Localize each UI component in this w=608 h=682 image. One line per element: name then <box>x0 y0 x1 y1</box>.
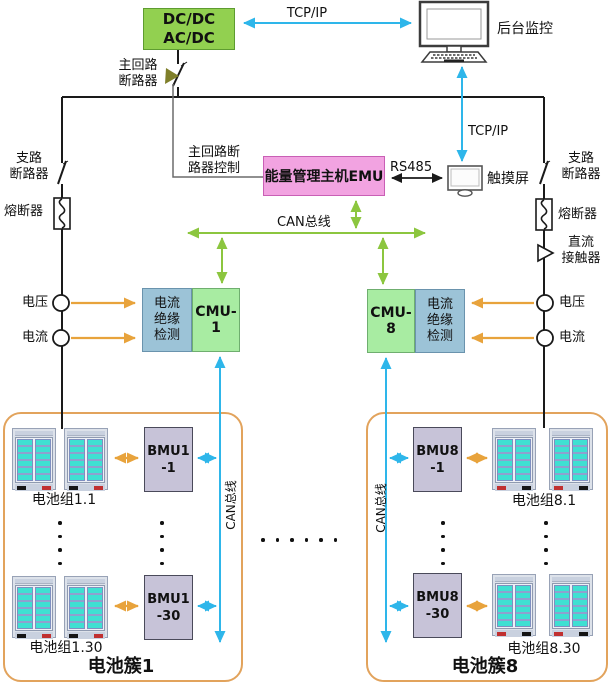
converter-label-line1: DC/DC <box>162 10 216 28</box>
battery-rack-image <box>492 574 536 637</box>
branch-breaker-left-line1: 支路 <box>15 151 42 166</box>
breaker-control-line2: 路器控制 <box>187 161 240 176</box>
touch-screen-icon <box>447 165 483 197</box>
dc-contactor-line2: 接触器 <box>561 251 601 266</box>
cmu-8-box: CMU-8 <box>367 289 415 353</box>
cmu-1-label: CMU-1 <box>195 304 237 336</box>
cluster-8-title: 电池簇8 <box>451 656 519 677</box>
bmu-8-1-line1: BMU8 <box>416 443 459 459</box>
current-label-left: 电流 <box>22 330 49 345</box>
bmu-1-1-box: BMU1 -1 <box>144 427 193 492</box>
bmu-1-1-line2: -1 <box>161 460 176 476</box>
ellipsis-dots-horizontal <box>261 538 337 542</box>
main-breaker-label: 主回路 断路器 <box>112 58 164 90</box>
branch-breaker-label-right: 支路 断路器 <box>556 151 606 183</box>
branch-breaker-right-line2: 断路器 <box>561 167 601 182</box>
insulation-left-line3: 检测 <box>153 328 180 343</box>
bmu-8-1-box: BMU8 -1 <box>413 427 462 492</box>
cmu-8-label: CMU-8 <box>370 305 412 337</box>
battery-rack-image <box>64 576 108 639</box>
ellipsis-dots-vertical <box>441 521 445 565</box>
insulation-left-line1: 电流 <box>153 296 180 311</box>
insulation-right-line2: 绝缘 <box>426 313 453 328</box>
converter-label-line2: AC/DC <box>163 29 215 47</box>
voltage-label-left: 电压 <box>22 295 49 310</box>
battery-group-8-30-label: 电池组8.30 <box>507 641 581 657</box>
cmu-1-box: CMU-1 <box>192 288 240 352</box>
ellipsis-dots-vertical <box>160 521 164 565</box>
ellipsis-dots-vertical <box>544 521 548 565</box>
battery-rack-image <box>12 576 56 639</box>
tcpip-rs485-lines <box>243 17 468 162</box>
breaker-control-label: 主回路断 路器控制 <box>183 145 245 177</box>
cluster-1-title: 电池簇1 <box>87 656 155 677</box>
main-breaker-line1: 主回路 <box>118 58 158 73</box>
voltage-label-right: 电压 <box>559 295 586 310</box>
main-breaker-line2: 断路器 <box>118 74 158 89</box>
battery-rack-image <box>64 428 108 491</box>
sensor-circles <box>52 294 554 347</box>
touch-screen-label: 触摸屏 <box>487 171 529 187</box>
bmu-1-30-box: BMU1 -30 <box>144 575 193 640</box>
breaker-control-line <box>165 68 263 178</box>
measurement-lines <box>71 297 534 612</box>
bmu-1-30-line1: BMU1 <box>147 591 190 607</box>
cluster-1-can-label: CAN总线 <box>224 480 238 530</box>
dc-contactor-line1: 直流 <box>567 235 594 250</box>
tcpip-mid-label: TCP/IP <box>468 124 509 139</box>
fuse-label-left: 熔断器 <box>4 204 44 219</box>
bmu-8-30-line2: -30 <box>425 606 450 622</box>
branch-breaker-right-line1: 支路 <box>567 151 594 166</box>
insulation-right-line3: 检测 <box>426 329 453 344</box>
can-bus-lines <box>187 200 426 285</box>
branch-breaker-left-line2: 断路器 <box>9 167 49 182</box>
dc-contactor-label: 直流 接触器 <box>556 235 606 267</box>
bmu-1-1-line1: BMU1 <box>147 443 190 459</box>
can-bus-label: CAN总线 <box>277 215 331 230</box>
converter-box: DC/DC AC/DC <box>143 8 235 50</box>
cluster-can-lines <box>197 356 409 643</box>
insulation-left-line2: 绝缘 <box>153 312 180 327</box>
current-label-right: 电流 <box>559 330 586 345</box>
backend-monitor-label: 后台监控 <box>497 21 553 37</box>
insulation-detect-box-left: 电流 绝缘 检测 <box>142 288 192 352</box>
emu-label: 能量管理主机EMU <box>264 169 384 185</box>
bmu-1-30-line2: -30 <box>156 608 181 624</box>
rs485-label: RS485 <box>390 160 433 175</box>
battery-group-1-1-label: 电池组1.1 <box>31 492 97 508</box>
bmu-8-30-box: BMU8 -30 <box>413 573 462 638</box>
fuse-symbol-left <box>53 197 71 230</box>
dc-power-lines <box>57 50 551 429</box>
battery-rack-image <box>549 574 593 637</box>
fuse-symbol-right <box>535 198 553 231</box>
tcpip-top-label: TCP/IP <box>286 6 328 21</box>
battery-group-1-30-label: 电池组1.30 <box>29 640 103 656</box>
insulation-right-line1: 电流 <box>426 297 453 312</box>
branch-breaker-label-left: 支路 断路器 <box>4 151 54 183</box>
battery-rack-image <box>492 428 536 491</box>
emu-box: 能量管理主机EMU <box>263 156 385 196</box>
battery-rack-image <box>549 428 593 491</box>
cluster-8-can-label: CAN总线 <box>374 483 388 533</box>
battery-rack-image <box>12 428 56 491</box>
dc-contactor-symbol <box>537 243 555 263</box>
bmu-8-30-line1: BMU8 <box>416 589 459 605</box>
bmu-8-1-line2: -1 <box>430 460 445 476</box>
fuse-label-right: 熔断器 <box>558 207 598 222</box>
breaker-control-line1: 主回路断 <box>187 145 240 160</box>
ellipsis-dots-vertical <box>58 521 62 565</box>
battery-group-8-1-label: 电池组8.1 <box>511 493 577 509</box>
insulation-detect-box-right: 电流 绝缘 检测 <box>415 289 465 353</box>
desktop-computer-icon <box>418 0 490 63</box>
